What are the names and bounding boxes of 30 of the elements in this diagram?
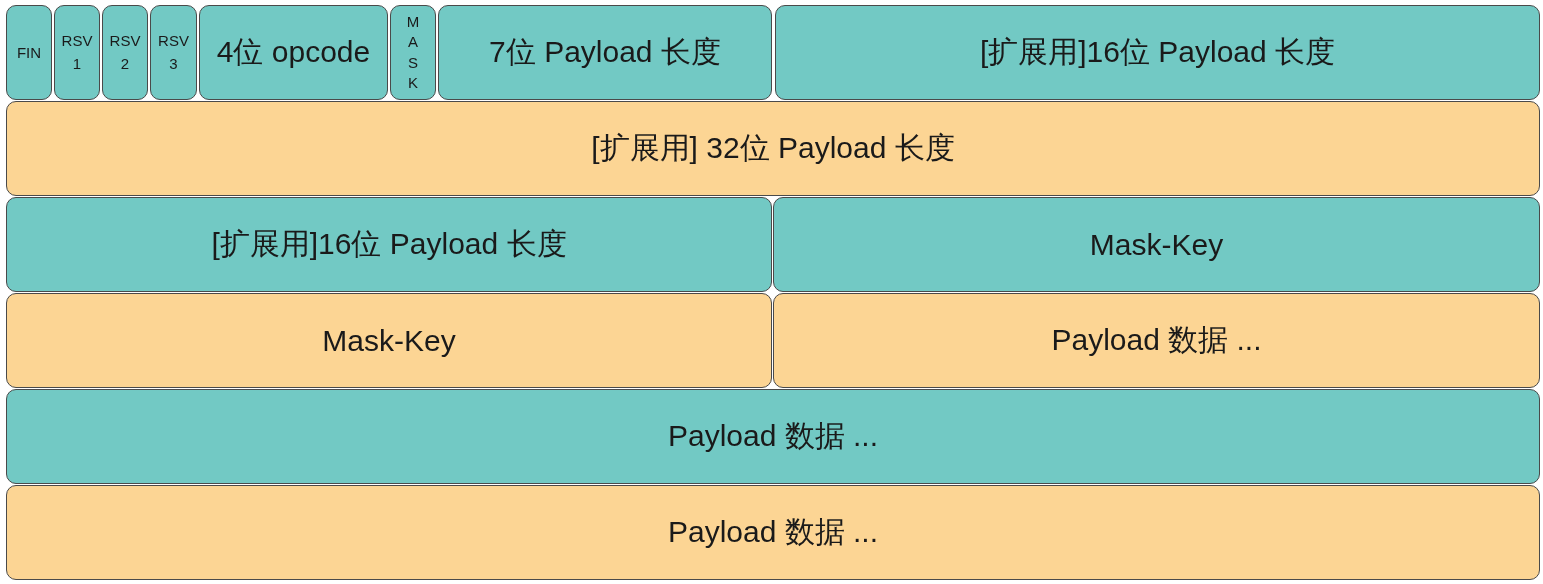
field-label: Mask-Key bbox=[322, 323, 456, 358]
field-label: 4位 opcode bbox=[216, 34, 371, 70]
field-cell bbox=[775, 5, 1540, 100]
field-cell bbox=[6, 101, 1540, 196]
field-label: Payload 数据 ... bbox=[667, 514, 879, 550]
field-cell bbox=[773, 293, 1540, 388]
field-cell bbox=[6, 485, 1540, 580]
field-label: FIN bbox=[16, 44, 42, 61]
field-label: [扩展用]16位 Payload 长度 bbox=[211, 226, 567, 262]
field-cell bbox=[102, 5, 148, 100]
field-label: Mask-Key bbox=[1089, 227, 1224, 262]
field-label: 7位 Payload 长度 bbox=[489, 34, 721, 70]
field-cell bbox=[773, 197, 1540, 292]
field-cell bbox=[390, 5, 436, 100]
field-cell bbox=[6, 197, 772, 292]
field-cell bbox=[150, 5, 197, 100]
field-cell bbox=[6, 5, 52, 100]
field-cell bbox=[199, 5, 388, 100]
field-label: [扩展用] 32位 Payload 长度 bbox=[591, 130, 955, 166]
field-cell bbox=[6, 389, 1540, 484]
field-cell bbox=[6, 293, 772, 388]
field-label: RSV 2 bbox=[108, 31, 142, 74]
field-label: RSV 1 bbox=[60, 31, 94, 74]
field-label: RSV 3 bbox=[157, 31, 190, 74]
field-label: Payload 数据 ... bbox=[1051, 322, 1262, 358]
field-label: MASK bbox=[406, 12, 420, 93]
field-cell bbox=[54, 5, 100, 100]
field-label: Payload 数据 ... bbox=[667, 418, 879, 454]
field-label: [扩展用]16位 Payload 长度 bbox=[979, 34, 1336, 70]
field-cell bbox=[438, 5, 772, 100]
